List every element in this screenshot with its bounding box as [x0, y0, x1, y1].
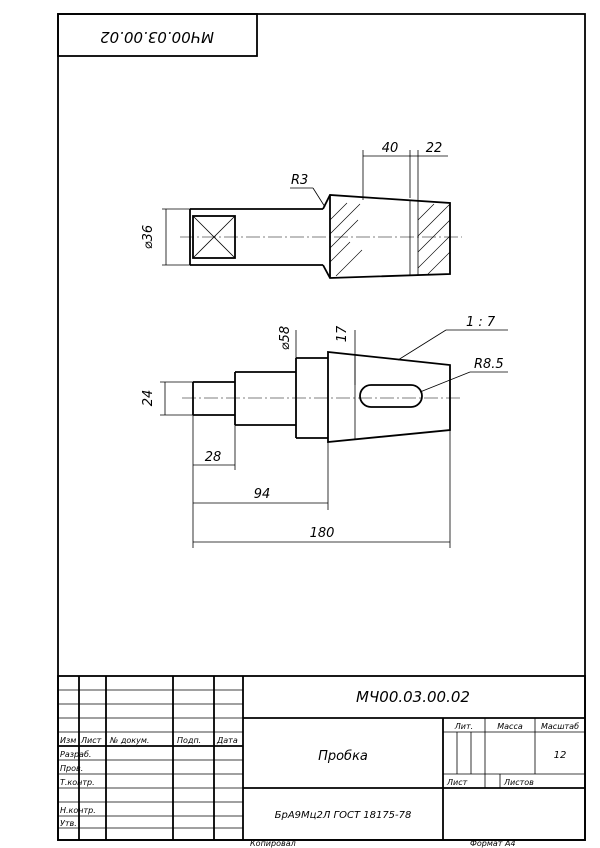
- rotated-code-text: МЧ00.03.00.02: [100, 28, 214, 46]
- front-view: ⌀58 17 1 : 7 R8.5 24 28 94 180: [141, 315, 508, 548]
- role-approved: Утв.: [60, 819, 77, 828]
- dim-length-180: 180: [310, 526, 335, 541]
- dim-diameter-24: 24: [141, 390, 156, 407]
- top-view: ⌀36 R3 40 22: [141, 141, 462, 279]
- dim-slot-r85: R8.5: [474, 357, 504, 372]
- dim-length-94: 94: [254, 487, 271, 502]
- dim-diameter-58: ⌀58: [278, 326, 293, 350]
- designation: МЧ00.03.00.02: [356, 688, 470, 706]
- dim-slot-17: 17: [335, 325, 350, 342]
- header-date: Дата: [216, 736, 238, 745]
- material: БрА9Мц2Л ГОСТ 18175-78: [275, 810, 412, 821]
- dim-length-40: 40: [382, 141, 399, 156]
- mass-value: 12: [554, 750, 567, 761]
- header-sheets: Листов: [503, 778, 534, 787]
- header-izm: Изм: [60, 736, 76, 745]
- sheet-frame: [57, 13, 586, 841]
- title-block: Изм Лист № докум. Подп. Дата Разраб. Про…: [57, 675, 586, 848]
- header-lit: Лит.: [454, 722, 473, 731]
- dim-taper: 1 : 7: [466, 315, 496, 330]
- copied-label: Копировал: [250, 839, 296, 848]
- dim-length-28: 28: [205, 450, 222, 465]
- part-name: Пробка: [318, 749, 368, 764]
- dim-length-22: 22: [426, 141, 443, 156]
- role-n-control: Н.контр.: [60, 806, 96, 815]
- rotated-code-stamp: МЧ00.03.00.02: [57, 13, 258, 57]
- header-sheet: Лист: [446, 778, 468, 787]
- format-label: Формат А4: [470, 839, 516, 848]
- dim-diameter-36: ⌀36: [141, 225, 156, 249]
- role-checked: Пров.: [60, 764, 83, 773]
- role-developed: Разраб.: [60, 750, 91, 759]
- header-mass: Масса: [497, 722, 523, 731]
- header-scale: Масштаб: [541, 722, 579, 731]
- header-sign: Подп.: [177, 736, 201, 745]
- header-doc-no: № докум.: [109, 736, 149, 745]
- role-t-control: Т.контр.: [60, 778, 95, 787]
- header-list: Лист: [80, 736, 102, 745]
- dim-radius-r3: R3: [291, 173, 308, 188]
